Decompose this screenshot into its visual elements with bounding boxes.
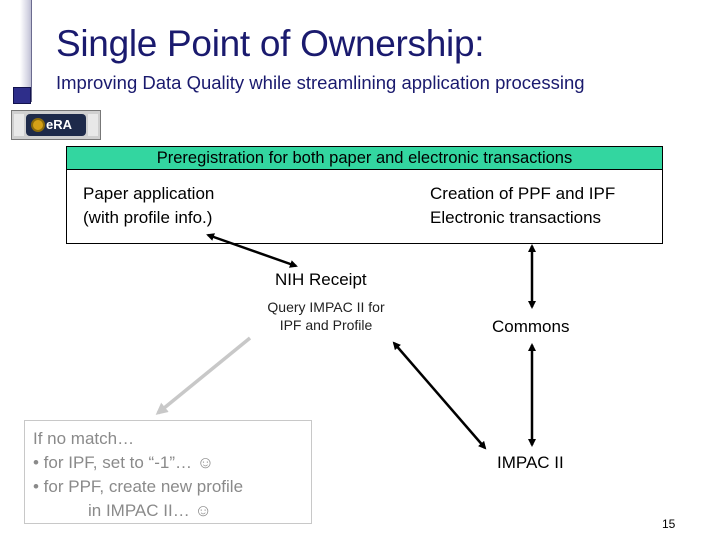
era-logo: eRA [11, 110, 101, 140]
query-line-1: Query IMPAC II for [267, 299, 385, 315]
logo-right-tag [88, 114, 98, 136]
no-match-box: If no match… • for IPF, set to “-1”… ☺ •… [24, 420, 312, 524]
no-match-ppf-line: • for PPF, create new profile [33, 477, 244, 496]
paper-application-line-1: Paper application [83, 184, 215, 203]
arrow-query-to-no-match [155, 336, 252, 415]
paper-application-label: Paper application (with profile info.) [83, 182, 214, 230]
preregistration-banner: Preregistration for both paper and elect… [66, 146, 663, 170]
no-match-ppf-line-2: in IMPAC II… ☺ [88, 501, 212, 520]
smiley-icon: ☺ [194, 501, 212, 520]
page-number: 15 [662, 517, 676, 531]
commons-label: Commons [492, 317, 570, 336]
logo-left-tag [14, 114, 24, 136]
arrow-query-to-impac [392, 341, 487, 450]
smiley-icon: ☺ [196, 453, 215, 472]
nih-receipt-label: NIH Receipt [275, 270, 367, 289]
query-line-2: IPF and Profile [279, 317, 373, 333]
impac-label: IMPAC II [497, 453, 564, 472]
logo-text: eRA [46, 117, 73, 132]
slide-subtitle: Improving Data Quality while streamlinin… [56, 72, 585, 93]
no-match-heading: If no match… [33, 429, 135, 448]
paper-application-line-2: (with profile info.) [83, 208, 213, 227]
electronic-line-2: Electronic transactions [430, 208, 602, 227]
no-match-ipf-line: • for IPF, set to “-1”… ☺ [33, 453, 215, 472]
slide-title: Single Point of Ownership: [56, 23, 485, 64]
decorative-gradient-bar [20, 0, 32, 100]
electronic-line-1: Creation of PPF and IPF [430, 184, 616, 203]
electronic-transactions-label: Creation of PPF and IPF Electronic trans… [430, 182, 615, 230]
gear-icon [31, 118, 45, 132]
arrow-paper-to-receipt [206, 233, 298, 268]
decorative-square [13, 87, 31, 104]
decorative-vertical-line [31, 0, 32, 102]
query-label: Query IMPAC II for IPF and Profile [256, 298, 396, 334]
transactions-box [66, 170, 663, 244]
